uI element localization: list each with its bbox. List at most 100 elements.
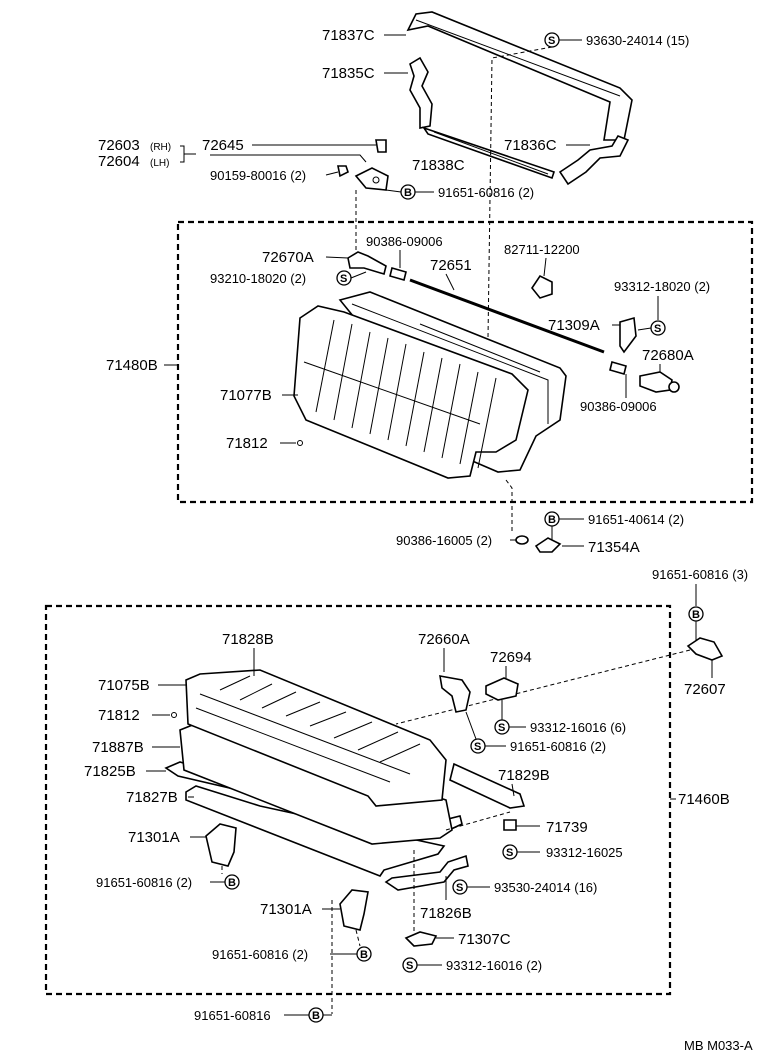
label-71075B: 71075B xyxy=(98,677,150,694)
b-symbol-5: B xyxy=(356,946,372,962)
svg-text:B: B xyxy=(548,514,556,526)
label-71827B: 71827B xyxy=(126,789,178,806)
svg-text:S: S xyxy=(474,741,481,753)
trim-piece-71836C xyxy=(558,135,630,186)
clamp-82711 xyxy=(531,274,553,299)
hook-71307C xyxy=(404,931,438,947)
bracket-72660A xyxy=(439,675,471,713)
label-71301A-b: 71301A xyxy=(260,901,312,918)
svg-text:B: B xyxy=(404,187,412,199)
label-72651: 72651 xyxy=(430,257,472,274)
label-71836C: 71836C xyxy=(504,137,557,154)
label-91651-60816-left: 91651-60816 (2) xyxy=(96,875,192,890)
hook-71354A xyxy=(534,537,562,553)
label-72607: 72607 xyxy=(684,681,726,698)
label-93312-16025: 93312-16025 xyxy=(546,845,623,860)
label-91651-40614: 91651-40614 (2) xyxy=(588,512,684,527)
label-71837C: 71837C xyxy=(322,27,375,44)
s-symbol-8: S xyxy=(402,957,418,973)
trim-piece-71835C xyxy=(409,56,433,129)
label-72604: 72604 xyxy=(98,153,140,170)
svg-text:B: B xyxy=(692,609,700,621)
label-91651-60816-low: 91651-60816 (2) xyxy=(212,947,308,962)
label-90386-16005: 90386-16005 (2) xyxy=(396,533,492,548)
label-93530-24014-16: 93530-24014 (16) xyxy=(494,880,597,895)
svg-text:S: S xyxy=(340,273,347,285)
label-72603-side: (RH) xyxy=(150,142,171,153)
b-symbol-2: B xyxy=(544,511,560,527)
label-93210-18020: 93210-18020 (2) xyxy=(210,271,306,286)
knob-72680A xyxy=(639,371,673,393)
bushing-b xyxy=(609,361,627,375)
s-symbol-6: S xyxy=(502,844,518,860)
svg-text:S: S xyxy=(498,722,505,734)
label-71739: 71739 xyxy=(546,819,588,836)
label-72680A: 72680A xyxy=(642,347,694,364)
svg-text:B: B xyxy=(312,1010,320,1022)
bracket-71309A xyxy=(619,316,637,354)
s-symbol-2: S xyxy=(336,270,352,286)
svg-text:S: S xyxy=(506,847,513,859)
label-82711-12200: 82711-12200 xyxy=(504,242,580,257)
seat-back-assembly-box xyxy=(176,220,754,504)
clip-72645 xyxy=(375,139,387,153)
label-71480B: 71480B xyxy=(106,357,158,374)
label-71309A: 71309A xyxy=(548,317,600,334)
grommet-90386-16005 xyxy=(515,535,529,545)
s-symbol-1: S xyxy=(544,32,560,48)
screw-90159 xyxy=(337,165,349,178)
s-symbol-3: S xyxy=(650,320,666,336)
label-71301A-a: 71301A xyxy=(128,829,180,846)
label-93312-18020: 93312-18020 (2) xyxy=(614,279,710,294)
label-71838C: 71838C xyxy=(412,157,465,174)
svg-text:B: B xyxy=(360,949,368,961)
label-72694: 72694 xyxy=(490,649,532,666)
svg-text:S: S xyxy=(654,323,661,335)
package-tray-trim-group xyxy=(406,11,633,186)
label-90159-80016: 90159-80016 (2) xyxy=(210,168,306,183)
trim-rail-71837C xyxy=(406,11,633,141)
label-71828B: 71828B xyxy=(222,631,274,648)
label-71812-a: 71812 xyxy=(226,435,268,452)
b-symbol-6: B xyxy=(308,1007,324,1023)
label-72660A: 72660A xyxy=(418,631,470,648)
label-93630-24014-15: 93630-24014 (15) xyxy=(586,33,689,48)
label-71307C: 71307C xyxy=(458,931,511,948)
svg-text:S: S xyxy=(406,960,413,972)
wire-71826B xyxy=(384,854,469,891)
s-symbol-5: S xyxy=(470,738,486,754)
catch-72694 xyxy=(485,677,519,701)
label-71887B: 71887B xyxy=(92,739,144,756)
label-91651-60816-3: 91651-60816 (3) xyxy=(652,567,748,582)
b-symbol-3: B xyxy=(688,606,704,622)
svg-text:S: S xyxy=(548,35,555,47)
label-93312-16016-2: 93312-16016 (2) xyxy=(446,958,542,973)
b-symbol-4: B xyxy=(224,874,240,890)
bushing-a xyxy=(389,267,407,281)
hinge-bracket xyxy=(354,167,389,191)
seat-back-71077B xyxy=(293,291,567,479)
svg-text:B: B xyxy=(228,877,236,889)
lock-72670A xyxy=(347,251,387,276)
label-90386-09006-b: 90386-09006 xyxy=(580,399,657,414)
seat-cushion-assembly-box xyxy=(44,604,672,996)
label-91651-60816-bottom: 91651-60816 xyxy=(194,1008,271,1023)
label-71826B: 71826B xyxy=(420,905,472,922)
label-71812-b: 71812 xyxy=(98,707,140,724)
label-72604-side: (LH) xyxy=(150,158,169,169)
label-72603: 72603 xyxy=(98,137,140,154)
stopper-71739 xyxy=(503,819,517,831)
label-71825B: 71825B xyxy=(84,763,136,780)
s-symbol-4: S xyxy=(494,719,510,735)
rod-72651 xyxy=(409,278,605,354)
label-91651-60816-top: 91651-60816 (2) xyxy=(438,185,534,200)
label-71829B: 71829B xyxy=(498,767,550,784)
label-93312-16016-6: 93312-16016 (6) xyxy=(530,720,626,735)
b-symbol-1: B xyxy=(400,184,416,200)
label-90386-09006-a: 90386-09006 xyxy=(366,234,443,249)
s-symbol-7: S xyxy=(452,879,468,895)
label-72645: 72645 xyxy=(202,137,244,154)
label-71460B: 71460B xyxy=(678,791,730,808)
label-91651-60816-mid: 91651-60816 (2) xyxy=(510,739,606,754)
